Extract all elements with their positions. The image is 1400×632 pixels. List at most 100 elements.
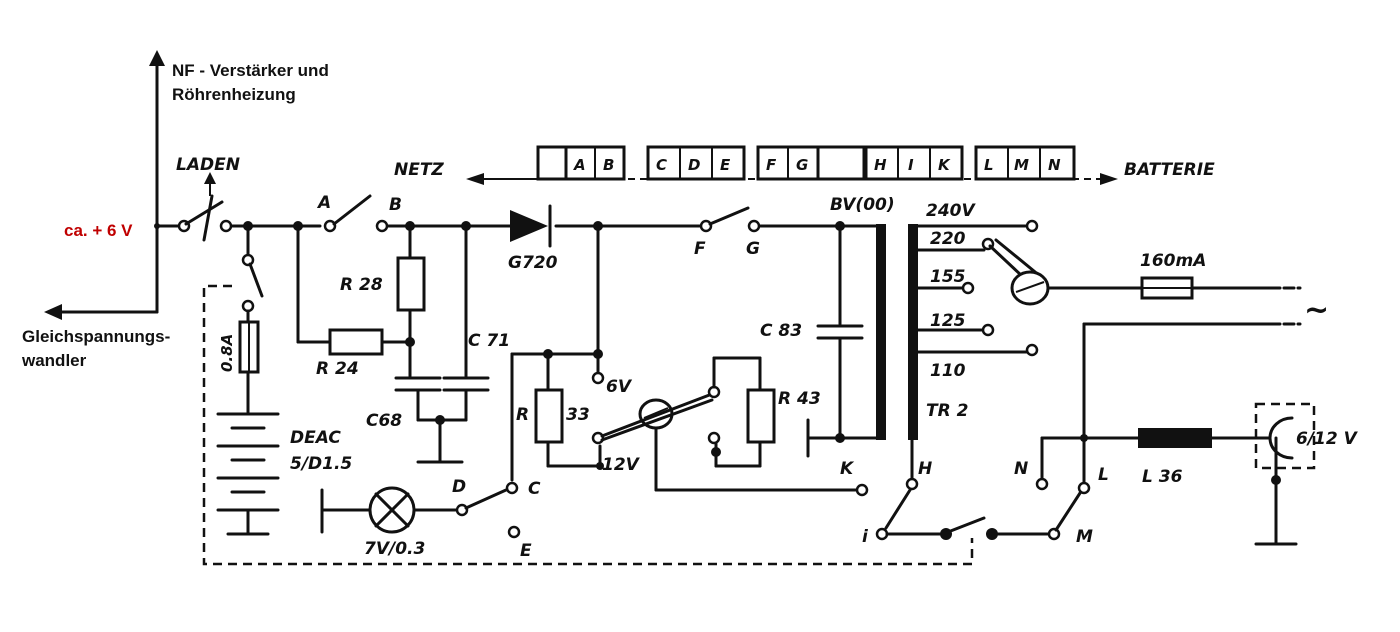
junction — [835, 433, 845, 443]
switch-letter-h: H — [874, 156, 887, 174]
label-g720: G720 — [508, 253, 558, 273]
switch-letter-i: I — [908, 156, 914, 174]
nf-label-line1: NF - Verstärker und — [172, 61, 329, 80]
label-k: K — [840, 459, 855, 479]
label-r43: R 43 — [778, 389, 821, 409]
laden-label: LADEN — [176, 155, 240, 175]
label-i: i — [862, 527, 869, 547]
switch-f-g — [699, 206, 761, 233]
nf-arrow — [149, 50, 165, 314]
label-c71: C 71 — [468, 331, 510, 351]
label-f: F — [694, 239, 706, 259]
label-c83: C 83 — [760, 321, 802, 341]
label-6v: 6V — [606, 377, 633, 397]
converter-label-line1: Gleichspannungs- — [22, 327, 170, 346]
label-12v: 12V — [602, 455, 641, 475]
wire-to-c — [510, 352, 550, 482]
resistor-r24 — [296, 224, 412, 356]
converter-arrow — [44, 304, 159, 320]
tap-220: 220 — [930, 229, 966, 249]
battery-charge-switch — [241, 224, 264, 324]
lamp-7v — [320, 486, 458, 534]
switch-group-cde — [646, 145, 746, 181]
wire-to-k — [654, 426, 869, 497]
converter-label-line2: wandler — [21, 351, 87, 370]
fuse-battery — [238, 320, 260, 414]
switch-letter-f: F — [766, 156, 777, 174]
tap-155: 155 — [930, 267, 966, 287]
label-r33: R — [516, 405, 529, 425]
switch-letter-e: E — [720, 156, 731, 174]
switch-group-hik — [864, 145, 964, 181]
transformer-taps — [916, 219, 1039, 357]
supply-voltage-label: ca. + 6 V — [64, 221, 133, 240]
label-lamp: 7V/0.3 — [364, 539, 425, 559]
transformer-tr2 — [806, 224, 919, 491]
resistor-r43 — [711, 356, 776, 468]
switch-letter-a: A — [573, 156, 586, 174]
dc-socket-612v — [1254, 402, 1316, 546]
junction — [154, 223, 160, 229]
ground-c68-c71 — [416, 418, 468, 464]
switch-letter-b: B — [603, 156, 614, 174]
label-l: L — [1098, 465, 1109, 485]
switch-h-i — [875, 481, 1091, 541]
label-tr2: TR 2 — [926, 401, 968, 421]
switch-a-b — [323, 194, 389, 233]
switch-letter-g: G — [796, 156, 808, 174]
resistor-r28 — [396, 224, 426, 378]
label-e: E — [520, 541, 532, 561]
tap-240v: 240V — [926, 201, 976, 221]
label-r24: R 24 — [316, 359, 359, 379]
label-deac: DEAC — [290, 428, 341, 448]
fuse-mains — [1140, 276, 1302, 300]
capacitor-c71 — [442, 224, 490, 422]
tap-110: 110 — [930, 361, 966, 381]
tap-125: 125 — [930, 311, 966, 331]
deac-battery — [216, 412, 280, 536]
switch-blank-1 — [536, 145, 568, 181]
switch-letter-m: M — [1014, 156, 1029, 174]
label-n: N — [1014, 459, 1028, 479]
label-a: A — [316, 193, 331, 213]
label-b: B — [389, 195, 402, 215]
switch-letter-c: C — [656, 156, 667, 174]
wire-n-l36 — [1035, 434, 1140, 491]
label-fuse-mains: 160mA — [1140, 251, 1206, 271]
netz-label: NETZ — [394, 160, 444, 180]
diode-g720 — [510, 204, 552, 248]
label-d: D — [452, 477, 466, 497]
junction — [435, 415, 445, 425]
label-bv: BV(00) — [830, 195, 895, 215]
junction — [405, 337, 415, 347]
capacitor-c83 — [816, 224, 864, 440]
switch-blank-2 — [816, 145, 866, 181]
netz-arrow — [466, 173, 532, 185]
nf-label-line2: Röhrenheizung — [172, 85, 296, 104]
capacitor-c68 — [394, 376, 442, 422]
label-g: G — [746, 239, 760, 259]
label-l36: L 36 — [1142, 467, 1183, 487]
laden-switch — [177, 172, 233, 242]
label-fuse-battery: 0.8A — [218, 334, 236, 372]
switch-letter-d: D — [688, 156, 700, 174]
switch-d-c-e — [455, 481, 521, 539]
label-c: C — [528, 479, 541, 499]
batterie-arrow — [1100, 173, 1118, 185]
mains-second-line — [1082, 322, 1302, 486]
dashed-enclosure — [202, 284, 974, 566]
mains-ac-symbol: ~ — [1304, 293, 1329, 328]
switch-letter-n: N — [1048, 156, 1061, 174]
inductor-l36 — [1138, 428, 1272, 448]
label-c68: C68 — [366, 411, 402, 431]
switch-bar-groups: A B C D E F G H I K L M N — [536, 145, 1076, 181]
switch-letter-k: K — [938, 156, 951, 174]
batterie-label: BATTERIE — [1124, 160, 1215, 180]
mains-voltage-selector — [988, 238, 1144, 306]
switch-letter-l: L — [984, 156, 994, 174]
label-deac-type: 5/D1.5 — [290, 454, 352, 474]
label-h: H — [918, 459, 932, 479]
label-r28: R 28 — [340, 275, 383, 295]
label-m: M — [1076, 527, 1093, 547]
